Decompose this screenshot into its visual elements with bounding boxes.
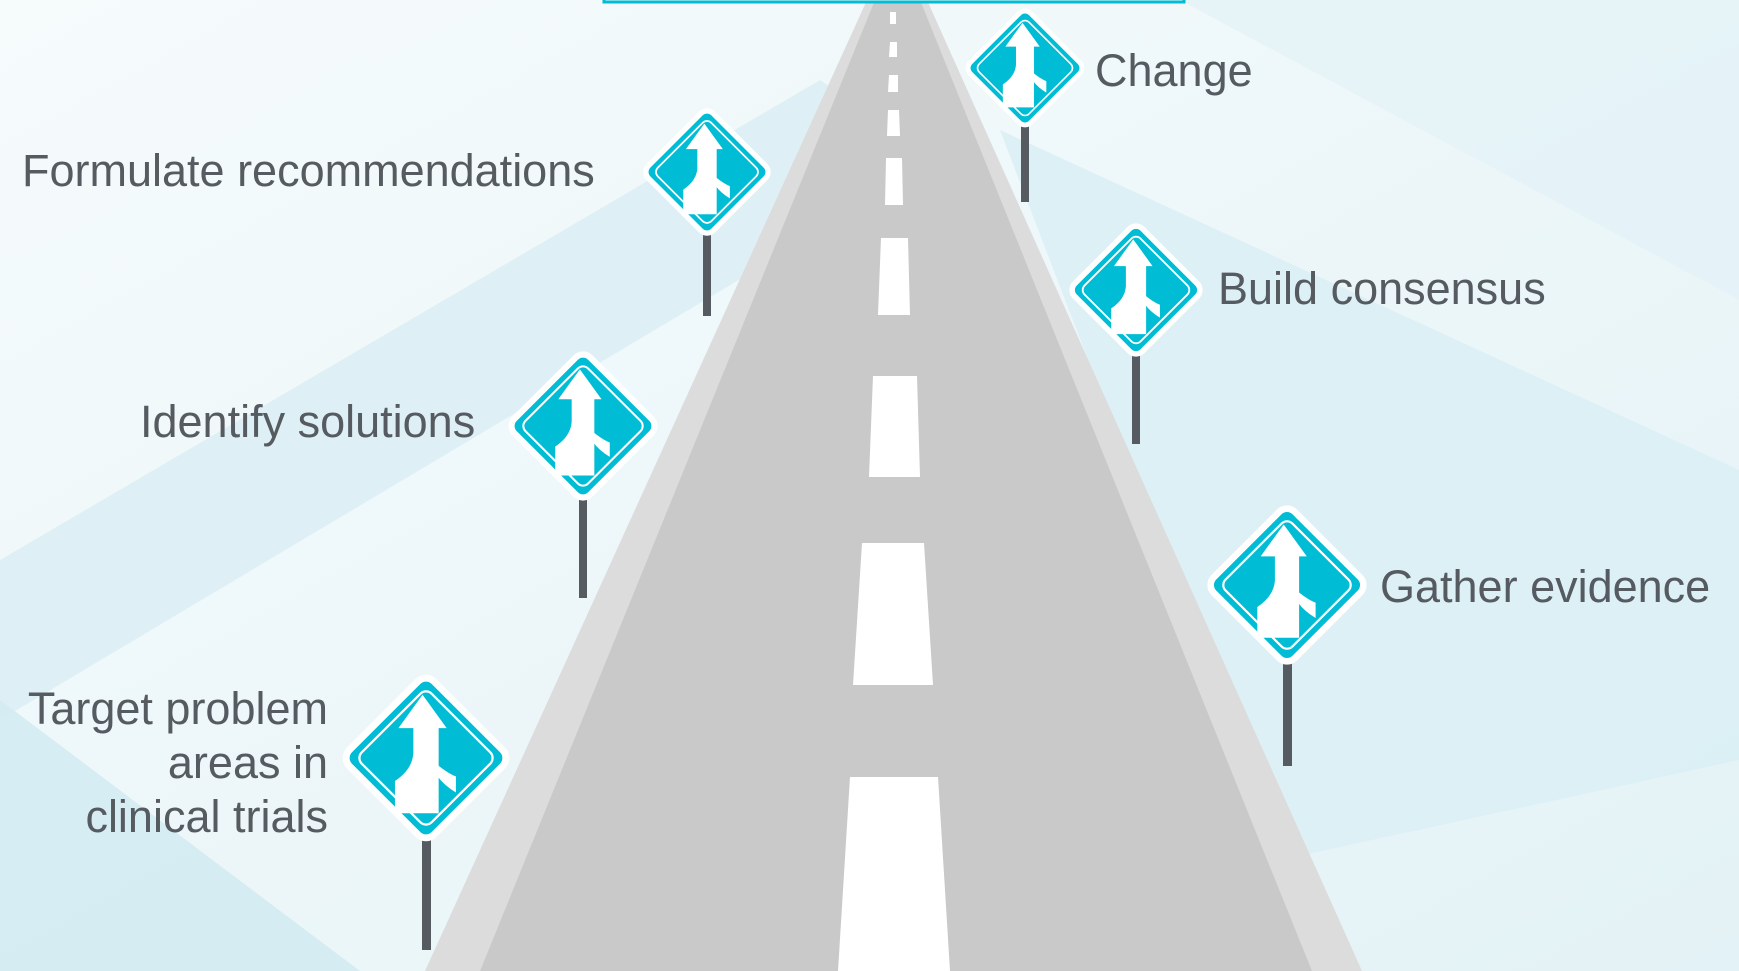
road-surface — [480, 0, 1312, 971]
label-gather-evidence: Gather evidence — [1380, 561, 1711, 612]
label-change: Change — [1095, 45, 1253, 96]
label-formulate-recommendations: Formulate recommendations — [22, 145, 595, 196]
top-box — [602, 0, 1186, 4]
background-band-left-lower — [0, 700, 360, 971]
label-line: Target problem — [27, 683, 328, 734]
label-line: areas in — [167, 737, 328, 788]
label-build-consensus: Build consensus — [1218, 263, 1546, 314]
sign-posts — [422, 110, 1292, 950]
label-target-problem-areas: Target problem areas in clinical trials — [0, 682, 328, 844]
lane-markings — [838, 12, 950, 971]
background-band-right-top — [1180, 0, 1739, 300]
label-line: clinical trials — [85, 791, 328, 842]
label-identify-solutions: Identify solutions — [140, 396, 476, 447]
